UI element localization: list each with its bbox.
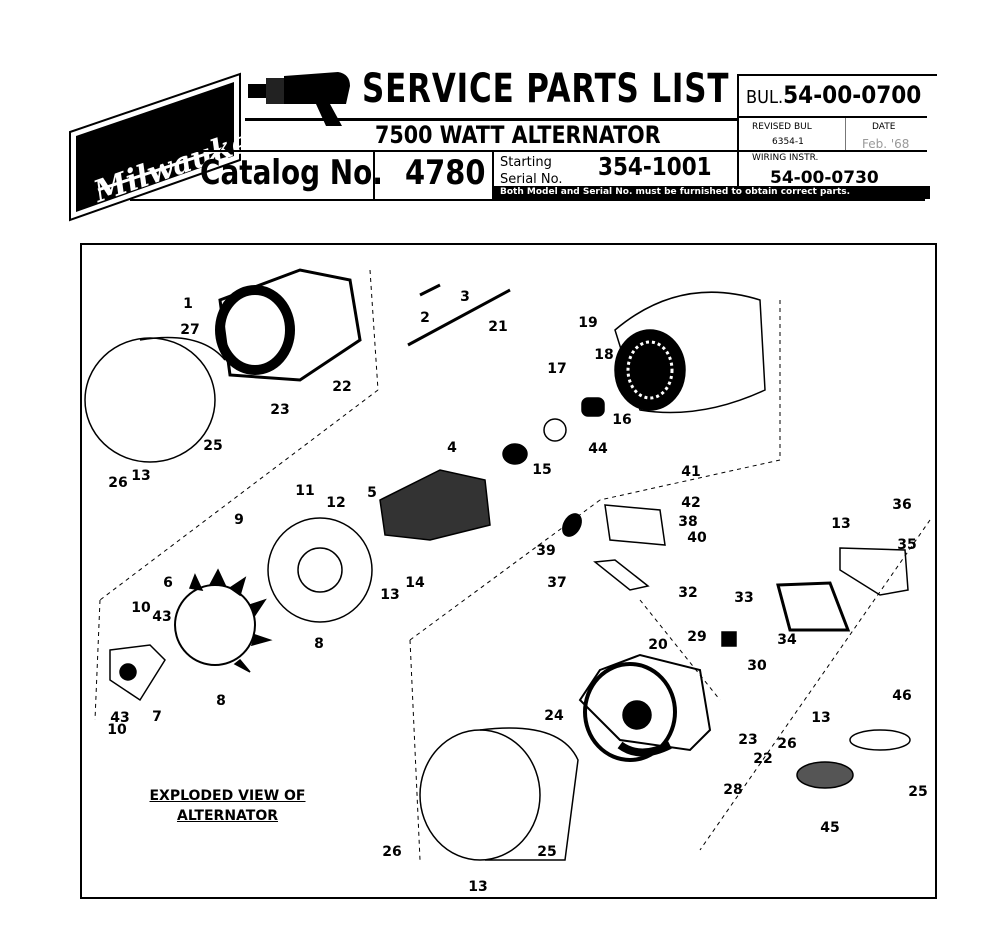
divider <box>245 118 737 121</box>
starting-label: Starting <box>500 155 552 170</box>
part-callout: 41 <box>681 464 701 480</box>
divider <box>492 150 494 200</box>
serial-label: Serial No. <box>500 172 563 187</box>
part-callout: 28 <box>723 782 743 798</box>
part-callout: 9 <box>234 512 244 528</box>
bulletin-number: BUL.54-00-0700 <box>746 81 921 109</box>
starting-serial-label: Starting Serial No. <box>500 154 563 188</box>
divider <box>130 150 738 152</box>
part-callout: 43 <box>110 710 130 726</box>
part-callout: 19 <box>578 315 598 331</box>
part-callout: 32 <box>678 585 698 601</box>
date-label: DATE <box>872 122 896 132</box>
part-callout: 10 <box>107 722 127 738</box>
part-callout: 22 <box>332 379 352 395</box>
divider <box>737 74 739 188</box>
part-callout: 14 <box>405 575 425 591</box>
part-callout: 1 <box>183 296 193 312</box>
wiring-label: WIRING INSTR. <box>752 153 819 163</box>
part-callout: 2 <box>420 310 430 326</box>
part-callout: 33 <box>734 590 754 606</box>
part-callout: 24 <box>544 708 564 724</box>
part-callout: 23 <box>738 732 758 748</box>
part-callout: 25 <box>908 784 928 800</box>
catalog-label: Catalog No. <box>200 153 383 193</box>
part-callout: 13 <box>811 710 831 726</box>
part-callout: 15 <box>532 462 552 478</box>
part-callout: 44 <box>588 441 608 457</box>
part-callout: 13 <box>131 468 151 484</box>
starting-serial: 354-1001 <box>598 152 712 181</box>
divider <box>737 150 927 152</box>
bulletin-prefix: BUL. <box>746 87 784 108</box>
drill-icon <box>246 70 358 128</box>
revised-value: 6354-1 <box>772 137 804 147</box>
part-callout: 21 <box>488 319 508 335</box>
caption-line-2: ALTERNATOR <box>176 808 279 824</box>
part-callout: 39 <box>536 543 556 559</box>
part-callout: 11 <box>295 483 315 499</box>
part-callout: 27 <box>180 322 200 338</box>
part-callout: 45 <box>820 820 840 836</box>
divider <box>737 116 927 118</box>
part-callout: 13 <box>468 879 488 895</box>
part-callout: 6 <box>163 575 173 591</box>
part-callout: 10 <box>131 600 151 616</box>
divider <box>845 118 846 150</box>
part-callout: 12 <box>326 495 346 511</box>
part-callout: 8 <box>216 693 226 709</box>
part-callout: 37 <box>547 575 567 591</box>
part-callout: 38 <box>678 514 698 530</box>
part-callout: 23 <box>270 402 290 418</box>
diagram-caption: EXPLODED VIEW OF ALTERNATOR <box>140 786 315 826</box>
part-callout: 26 <box>777 736 797 752</box>
part-callout: 35 <box>897 537 917 553</box>
part-callout: 36 <box>892 497 912 513</box>
part-callout: 25 <box>537 844 557 860</box>
part-callout: 26 <box>382 844 402 860</box>
page-title: SERVICE PARTS LIST <box>362 66 730 112</box>
bulletin-value: 54-00-0700 <box>783 81 922 109</box>
exploded-view-diagram <box>80 243 937 899</box>
date-value: Feb. '68 <box>862 137 910 151</box>
part-callout: 16 <box>612 412 632 428</box>
part-callout: 8 <box>314 636 324 652</box>
part-callout: 3 <box>460 289 470 305</box>
part-callout: 25 <box>203 438 223 454</box>
revised-label: REVISED BUL <box>752 122 812 132</box>
product-name: 7500 WATT ALTERNATOR <box>375 121 661 149</box>
part-callout: 4 <box>447 440 457 456</box>
divider <box>737 74 937 76</box>
part-callout: 34 <box>777 632 797 648</box>
part-callout: 26 <box>108 475 128 491</box>
catalog-number: 4780 <box>405 153 486 193</box>
notice-banner: Both Model and Serial No. must be furnis… <box>494 186 930 199</box>
part-callout: 13 <box>831 516 851 532</box>
part-callout: 17 <box>547 361 567 377</box>
part-callout: 5 <box>367 485 377 501</box>
part-callout: 30 <box>747 658 767 674</box>
divider <box>130 199 925 201</box>
milwaukee-logo: Milwaukee <box>68 72 243 222</box>
caption-line-1: EXPLODED VIEW OF <box>149 788 306 804</box>
divider <box>373 150 375 200</box>
part-callout: 18 <box>594 347 614 363</box>
part-callout: 7 <box>152 709 162 725</box>
part-callout: 20 <box>648 637 668 653</box>
part-callout: 46 <box>892 688 912 704</box>
wiring-value: 54-00-0730 <box>770 168 879 188</box>
part-callout: 42 <box>681 495 701 511</box>
part-callout: 40 <box>687 530 707 546</box>
part-callout: 29 <box>687 629 707 645</box>
part-callout: 43 <box>152 609 172 625</box>
part-callout: 22 <box>753 751 773 767</box>
part-callout: 13 <box>380 587 400 603</box>
